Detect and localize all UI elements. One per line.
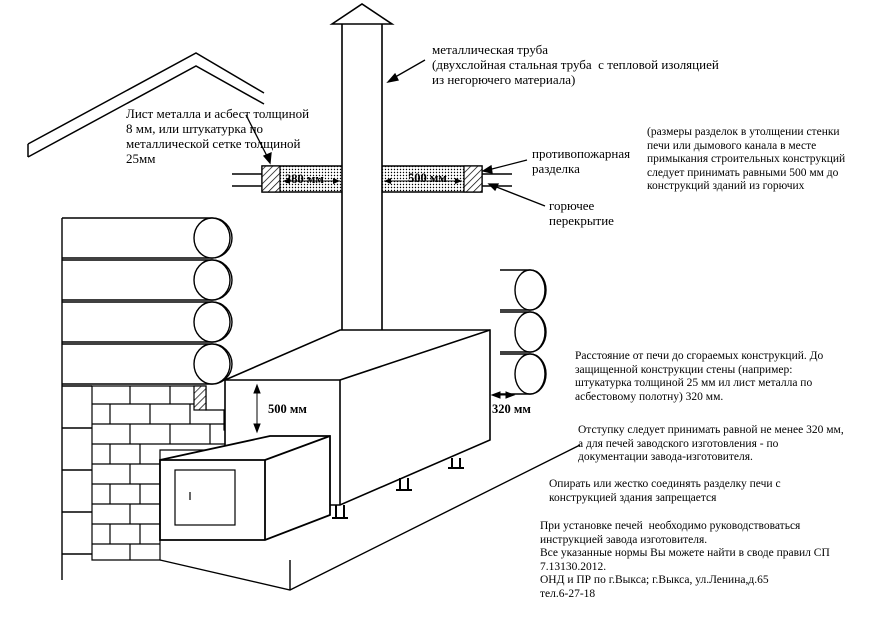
sheet-label: Лист металла и асбест толщиной 8 мм, или… bbox=[126, 106, 310, 166]
sizes-note: (размеры разделок в утолщении стенки печ… bbox=[647, 126, 846, 192]
dimension-left-break: 380 мм bbox=[285, 172, 324, 186]
leader-arrows bbox=[245, 59, 546, 207]
ceiling-label: горючее перекрытие bbox=[549, 198, 614, 228]
dimension-height: 500 мм bbox=[268, 402, 307, 416]
brick-wall bbox=[91, 385, 251, 561]
firebox bbox=[159, 435, 331, 541]
instruction-note: При установке печей необходимо руководст… bbox=[540, 520, 830, 600]
roof bbox=[27, 52, 265, 158]
dimension-right-break: 500 мм bbox=[408, 171, 447, 185]
stove-legs bbox=[332, 458, 464, 519]
floor bbox=[159, 444, 581, 591]
height-dimension bbox=[253, 383, 261, 434]
prohibit-note: Опирать или жестко соединять разделку пе… bbox=[549, 478, 781, 504]
log-wall-right bbox=[500, 269, 547, 395]
side-dimension bbox=[490, 391, 516, 399]
dimension-side: 320 мм bbox=[492, 402, 531, 416]
log-wall bbox=[61, 217, 233, 580]
offset-note: Отступку следует принимать равной не мен… bbox=[578, 424, 844, 463]
firebreak-label: противопожарная разделка bbox=[532, 146, 631, 176]
distance-note: Расстояние от печи до сгораемых конструк… bbox=[575, 350, 824, 403]
pipe-label: металлическая труба (двухслойная стальна… bbox=[432, 42, 719, 87]
